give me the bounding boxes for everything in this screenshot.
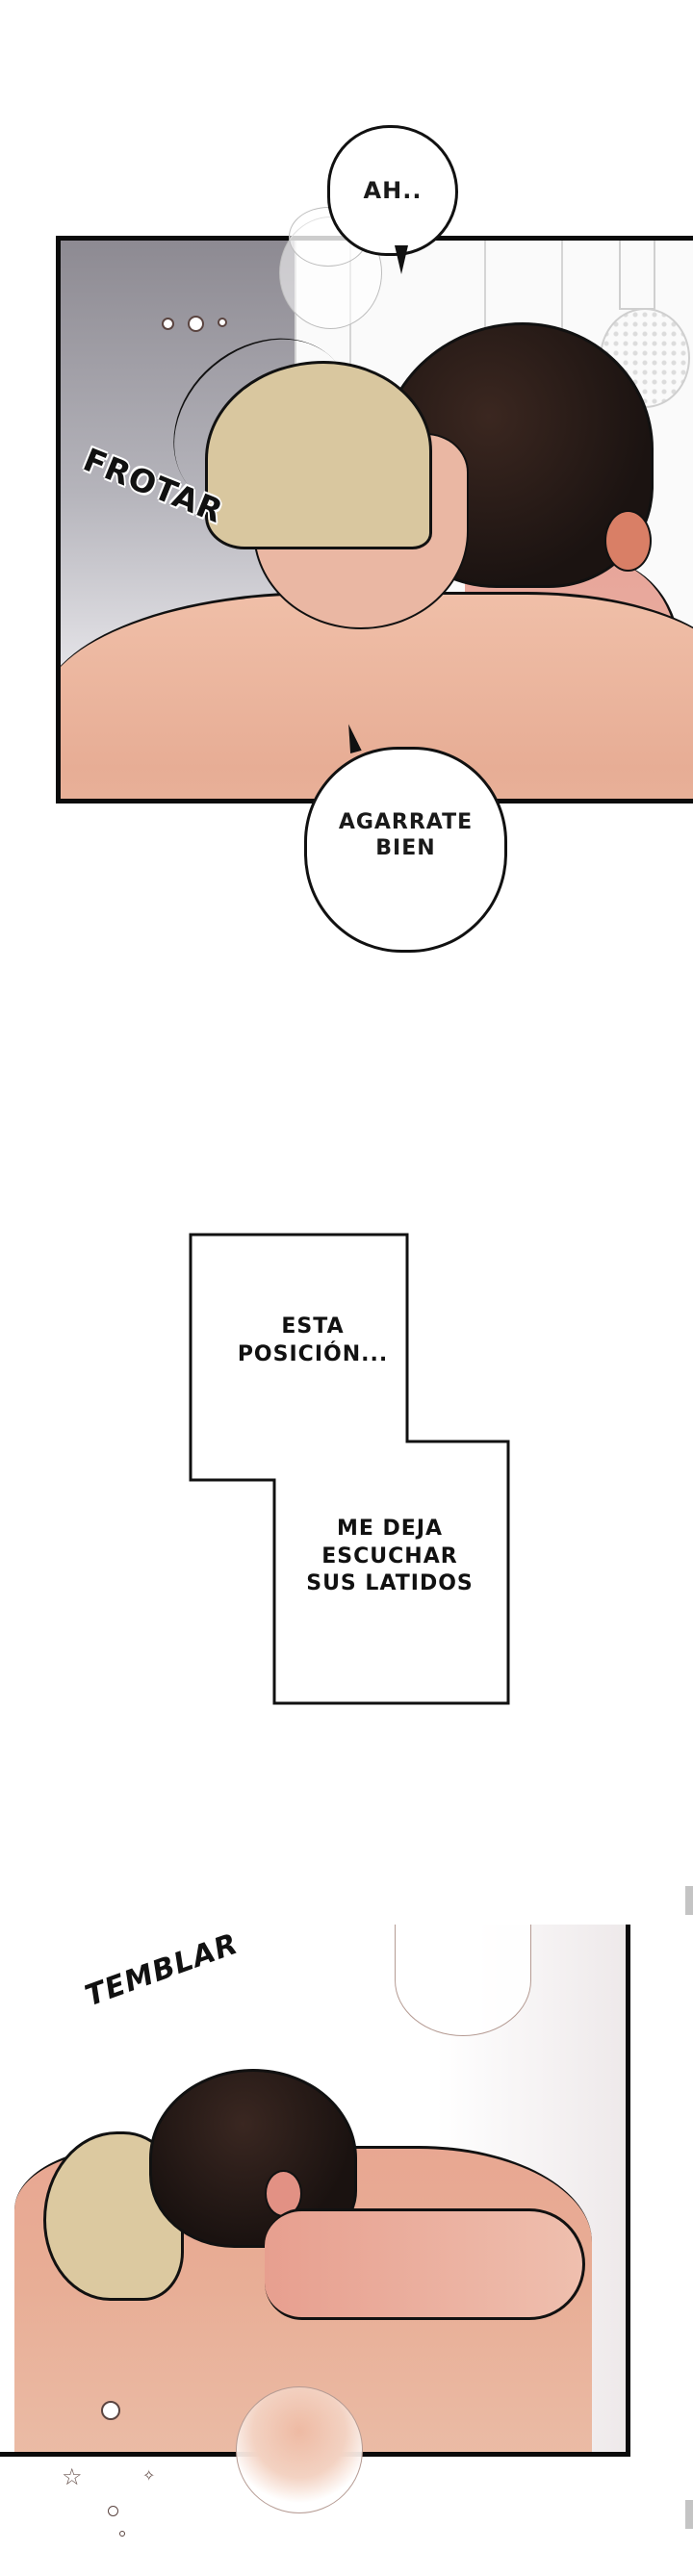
shower-pipe: [619, 241, 655, 310]
soap-bubble: [236, 2386, 363, 2513]
droplet-icon: [119, 2531, 125, 2537]
sparkle-icon: ✧: [142, 2466, 156, 2485]
droplet-icon: [101, 2401, 120, 2420]
hugging-arm: [265, 2208, 585, 2320]
caption-line: SUS LATIDOS: [306, 1571, 474, 1596]
droplet-icon: [218, 318, 227, 327]
caption-text-1: ESTA POSICIÓN...: [231, 1314, 395, 1368]
droplet-icon: [188, 316, 204, 332]
speech-line: AGARRATE: [338, 809, 474, 834]
caption-line: ME DEJA: [336, 1517, 444, 1541]
speech-line: BIEN: [375, 836, 436, 860]
caption-line: ESTA: [281, 1314, 345, 1339]
speech-bubble-agarrate: AGARRATE BIEN: [304, 747, 507, 953]
scrollbar-marker[interactable]: [685, 1886, 693, 1915]
sparkle-icon: ☆: [62, 2463, 83, 2490]
droplet-icon: [162, 318, 174, 330]
scrollbar-marker[interactable]: [685, 2500, 693, 2529]
narration-caption-box: [189, 1233, 510, 1705]
caption-line: POSICIÓN...: [237, 1341, 389, 1366]
ear: [604, 510, 652, 572]
soap-bubble: [395, 1925, 531, 2036]
speech-bubble-tail: [395, 245, 408, 274]
droplet-icon: [108, 2506, 118, 2516]
speech-bubble-ah: AH..: [327, 125, 458, 256]
speech-text: AH..: [363, 177, 423, 204]
speech-text: AGARRATE BIEN: [339, 809, 473, 862]
caption-line: ESCUCHAR: [321, 1543, 458, 1569]
caption-text-2: ME DEJA ESCUCHAR SUS LATIDOS: [284, 1516, 496, 1598]
blond-character-hair: [205, 361, 432, 549]
comic-panel-1: FROTAR: [56, 236, 693, 803]
comic-panel-2: [0, 1925, 630, 2457]
